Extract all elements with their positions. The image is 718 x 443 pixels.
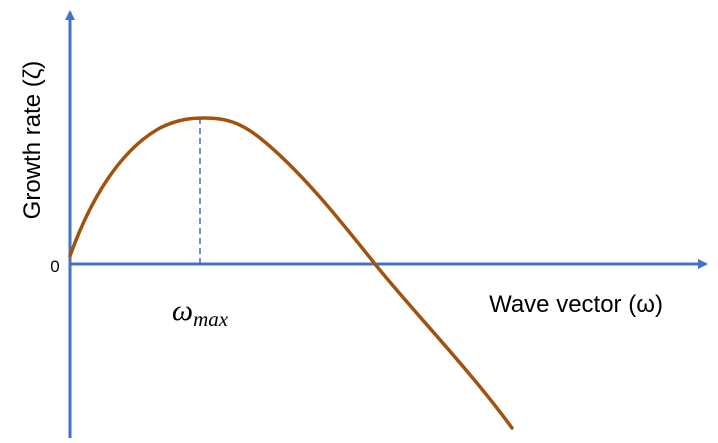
- omega-symbol: ω: [172, 294, 193, 327]
- omega-max-label: ωmax: [172, 294, 229, 331]
- x-axis-label: Wave vector (ω): [489, 291, 663, 318]
- omega-subscript: max: [193, 307, 229, 331]
- origin-label: 0: [50, 257, 59, 276]
- y-axis-label: Growth rate (ζ): [19, 61, 46, 220]
- growth-rate-curve: [68, 116, 514, 430]
